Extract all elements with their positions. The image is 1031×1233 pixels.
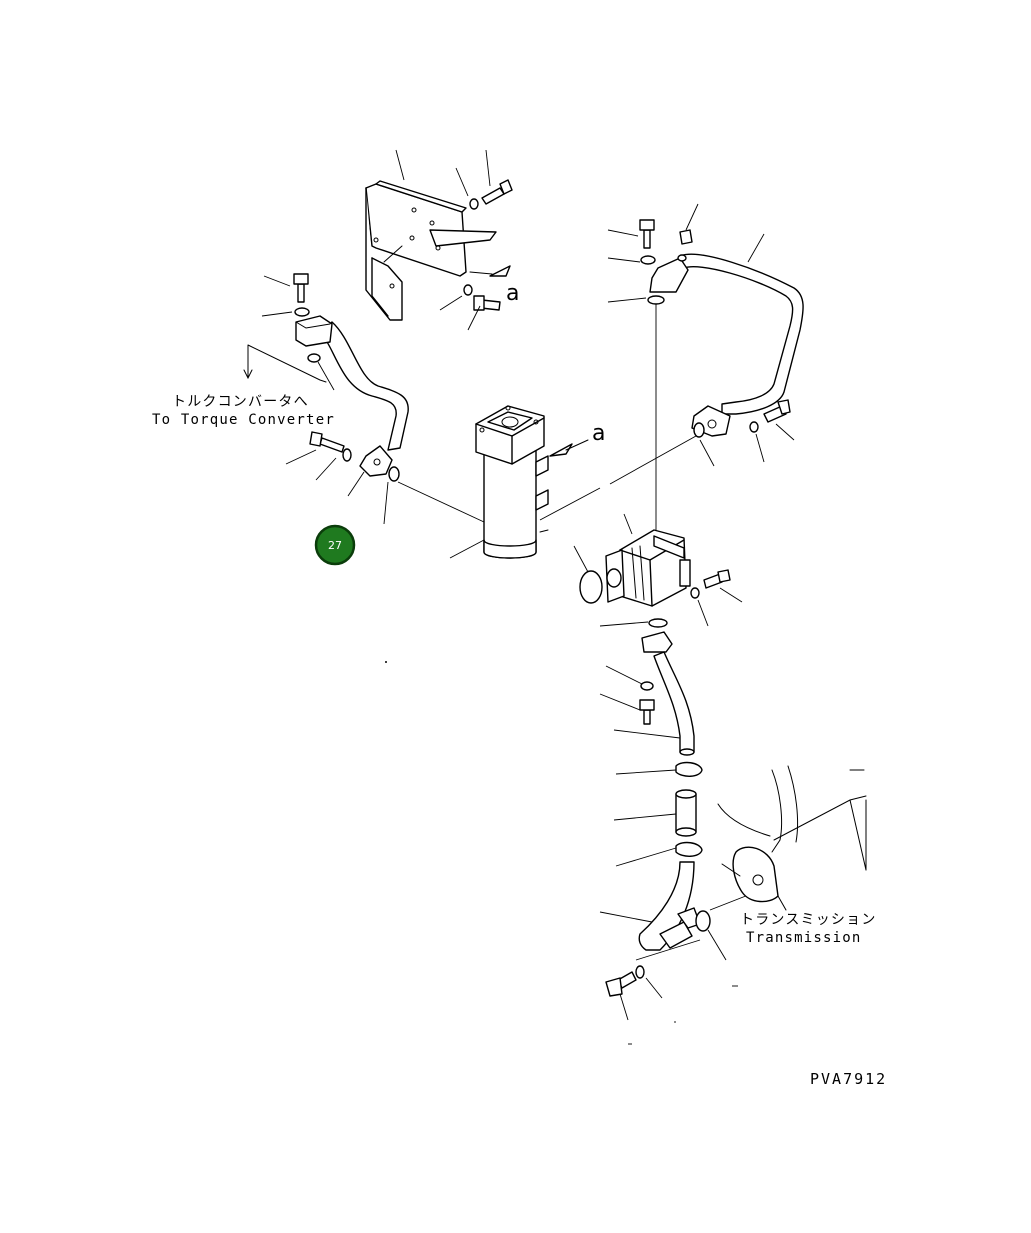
suction-pipe-lower: [641, 631, 695, 756]
callout-badge[interactable]: 27: [314, 524, 356, 566]
torque-converter-label-jp: トルクコンバータへ: [172, 394, 309, 410]
hydraulic-pump: [605, 529, 691, 607]
torque-converter-label-en: To Torque Converter: [152, 412, 335, 428]
suction-pipe-upper: [649, 253, 804, 437]
oil-filter: [475, 405, 549, 559]
hose-clamp-upper: [675, 761, 703, 777]
transmission-gasket: [695, 910, 711, 932]
stray-dot: [385, 661, 387, 663]
transmission-label-en: Transmission: [746, 930, 862, 946]
leader-lines: [261, 149, 795, 1045]
transmission-label-jp: トランスミッション: [740, 912, 877, 928]
torque-converter-arrow: [243, 344, 327, 383]
center-line-left: [397, 481, 485, 523]
pump-gasket: [579, 570, 603, 604]
callout-badge-circle[interactable]: [314, 524, 356, 566]
pipe-bolt-top: [293, 273, 310, 317]
callout-badge-number: 27: [328, 539, 342, 552]
bracket-bolt-upper: [469, 179, 513, 210]
upper-pipe-bolt: [639, 219, 656, 265]
elbow-bolt: [605, 965, 645, 997]
center-line-diagonal: [539, 435, 697, 521]
o-ring-left-lower: [388, 466, 400, 482]
transmission-elbow-pipe: [638, 861, 701, 951]
washer-lower: [640, 681, 654, 691]
pump-bolt: [690, 569, 731, 599]
arrow-a-upper: [489, 265, 511, 277]
drawing-code: PVA7912: [810, 1070, 887, 1088]
mounting-bracket: [365, 180, 497, 321]
hose-clamp-lower: [675, 841, 703, 857]
lower-bolt: [639, 699, 655, 725]
o-ring-right-upper: [647, 295, 665, 305]
transmission-case: [717, 765, 867, 911]
pipe-bolt-side: [309, 431, 352, 462]
o-ring-pump-lower: [648, 618, 668, 628]
reference-a-filter: a: [592, 421, 605, 446]
torque-converter-pipe: [295, 315, 409, 477]
hose: [675, 789, 697, 837]
right-pipe-bolt: [749, 399, 791, 433]
arrow-a-filter: [549, 443, 573, 457]
bracket-bolt-lower: [463, 284, 501, 311]
o-ring-left-upper: [307, 353, 321, 363]
breather-plug: [679, 229, 693, 245]
o-ring-right-side: [693, 422, 705, 438]
reference-a-upper: a: [506, 281, 519, 306]
